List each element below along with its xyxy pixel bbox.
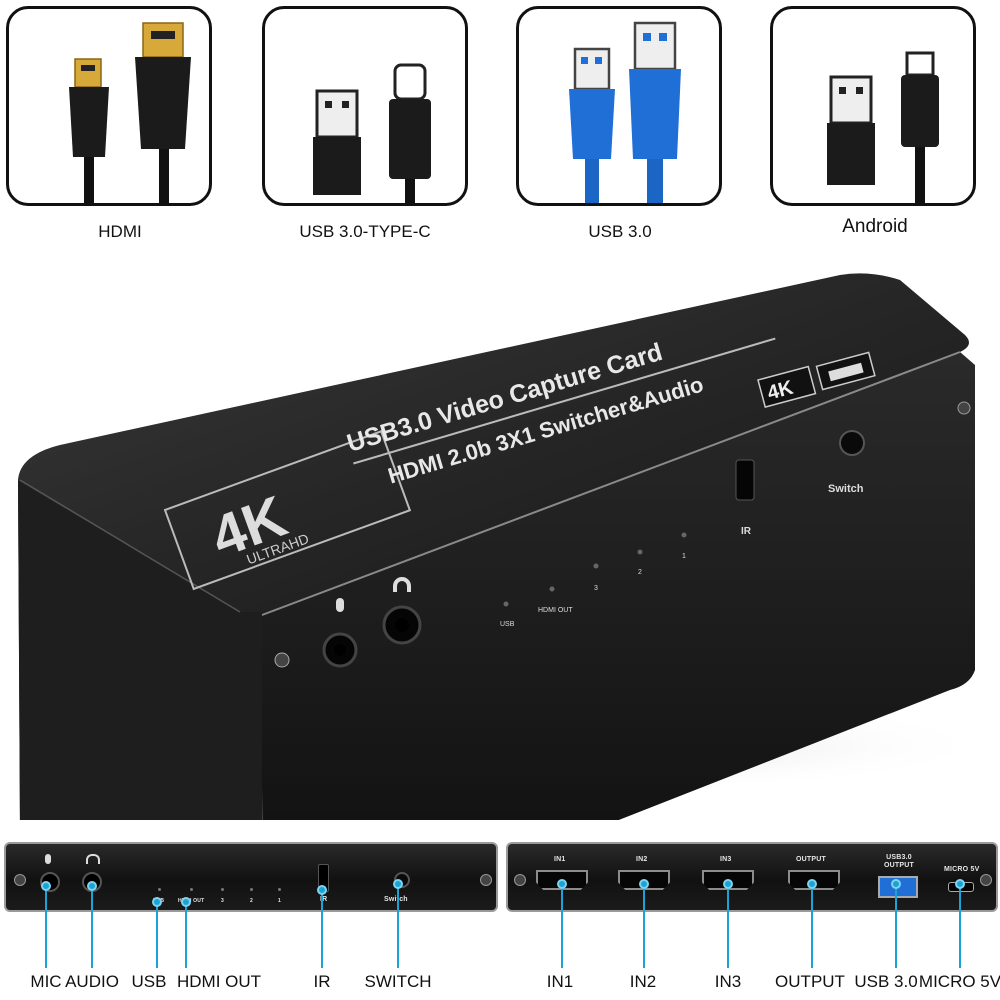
bottom-label-audio: AUDIO bbox=[65, 972, 119, 991]
usb3-cable-card bbox=[516, 6, 722, 206]
callout-line bbox=[156, 902, 158, 968]
callout-line bbox=[397, 884, 399, 968]
front-led-3 bbox=[221, 888, 224, 891]
rear-screw-right bbox=[980, 874, 992, 886]
ir-label: IR bbox=[741, 526, 752, 537]
rear-panel-view: IN1 IN2 IN3 OUTPUT USB3.0 OUTPUT MICRO 5… bbox=[506, 842, 998, 912]
front-label-2: 2 bbox=[250, 898, 253, 904]
screw-left bbox=[274, 652, 290, 668]
front-label-ir: IR bbox=[320, 896, 328, 903]
callout-line bbox=[91, 886, 93, 968]
rear-label-in3: IN3 bbox=[720, 856, 732, 863]
led-label-hdmi-out: HDMI OUT bbox=[538, 607, 573, 614]
front-label-1: 1 bbox=[278, 898, 281, 904]
bottom-label-usb-3-0: USB 3.0 bbox=[854, 972, 918, 991]
led-label-1: 1 bbox=[682, 553, 686, 560]
callout-dot bbox=[891, 879, 901, 889]
callout-line bbox=[895, 884, 897, 968]
capture-card-device: 4K ULTRAHD USB3.0 Video Capture Card HDM… bbox=[18, 273, 1000, 820]
callout-dot bbox=[87, 881, 97, 891]
callout-dot bbox=[557, 879, 567, 889]
bottom-label-ir: IR bbox=[313, 972, 331, 991]
callout-line bbox=[959, 884, 961, 968]
callout-dot bbox=[317, 885, 327, 895]
front-label-hdmi-out: HDMI OUT bbox=[178, 898, 205, 904]
front-mic-icon bbox=[45, 854, 51, 864]
switch-label: Switch bbox=[828, 483, 864, 495]
bottom-label-output: OUTPUT bbox=[775, 972, 845, 991]
bottom-label-usb: USB bbox=[131, 972, 167, 991]
callout-dot bbox=[955, 879, 965, 889]
led-label-3: 3 bbox=[594, 585, 598, 592]
front-headphone-icon bbox=[86, 854, 100, 864]
rear-label-in2: IN2 bbox=[636, 856, 648, 863]
hdmi-cable-icon bbox=[69, 22, 191, 203]
callout-dot bbox=[807, 879, 817, 889]
headphone-icon bbox=[393, 577, 411, 592]
callout-line bbox=[811, 884, 813, 968]
rear-label-micro-5v: MICRO 5V bbox=[944, 866, 980, 873]
front-panel-view: USB HDMI OUT 3 2 1 IR Switch bbox=[4, 842, 498, 912]
callout-dot bbox=[41, 881, 51, 891]
hdmi-cable-card bbox=[6, 6, 212, 206]
bottom-label-hdmi-out: HDMI OUT bbox=[176, 972, 262, 991]
ir-window bbox=[735, 459, 755, 501]
front-label-3: 3 bbox=[221, 898, 224, 904]
callout-dot bbox=[723, 879, 733, 889]
bottom-label-in2: IN2 bbox=[629, 972, 657, 991]
usb-c-cable-icon bbox=[313, 63, 431, 203]
led-label-2: 2 bbox=[638, 569, 642, 576]
cable-label-hdmi: HDMI bbox=[98, 222, 142, 241]
usb3-cable-icon bbox=[569, 21, 681, 203]
cable-label-android: Android bbox=[842, 216, 908, 237]
front-led-hdmi-out bbox=[190, 888, 193, 891]
rear-screw-left bbox=[514, 874, 526, 886]
rear-label-usb3-output: USB3.0 OUTPUT bbox=[884, 854, 914, 869]
front-screw-right bbox=[480, 874, 492, 886]
callout-dot bbox=[393, 879, 403, 889]
cable-label-usb3: USB 3.0 bbox=[588, 222, 652, 241]
front-led-2 bbox=[250, 888, 253, 891]
bottom-label-micro-5v: MICRO 5V bbox=[918, 972, 1000, 991]
bottom-label-in3: IN3 bbox=[714, 972, 742, 991]
micro-usb-cable-card bbox=[770, 6, 976, 206]
led-label-usb: USB bbox=[500, 621, 515, 628]
cable-label-usb-c: USB 3.0-TYPE-C bbox=[299, 222, 431, 241]
bottom-label-in1: IN1 bbox=[546, 972, 574, 991]
callout-line bbox=[45, 886, 47, 968]
callout-dot bbox=[181, 897, 191, 907]
4k-badge: 4K bbox=[757, 351, 876, 408]
callout-line bbox=[727, 884, 729, 968]
status-leds bbox=[503, 532, 687, 607]
callout-line bbox=[321, 890, 323, 968]
switch-button[interactable] bbox=[839, 430, 865, 456]
usb-c-cable-card bbox=[262, 6, 468, 206]
rear-label-in1: IN1 bbox=[554, 856, 566, 863]
screw-right bbox=[957, 401, 971, 415]
title-divider bbox=[353, 337, 776, 465]
callout-line bbox=[643, 884, 645, 968]
callout-dot bbox=[152, 897, 162, 907]
front-led-1 bbox=[278, 888, 281, 891]
front-led-usb bbox=[158, 888, 161, 891]
callout-line bbox=[185, 902, 187, 968]
bottom-label-switch: SWITCH bbox=[364, 972, 432, 991]
front-label-switch: Switch bbox=[384, 896, 408, 903]
callout-dot bbox=[639, 879, 649, 889]
micro-usb-cable-icon bbox=[827, 51, 939, 203]
bottom-label-mic: MIC bbox=[30, 972, 62, 991]
rear-label-output: OUTPUT bbox=[796, 856, 826, 863]
mic-icon bbox=[336, 598, 344, 612]
front-screw-left bbox=[14, 874, 26, 886]
callout-line bbox=[561, 884, 563, 968]
